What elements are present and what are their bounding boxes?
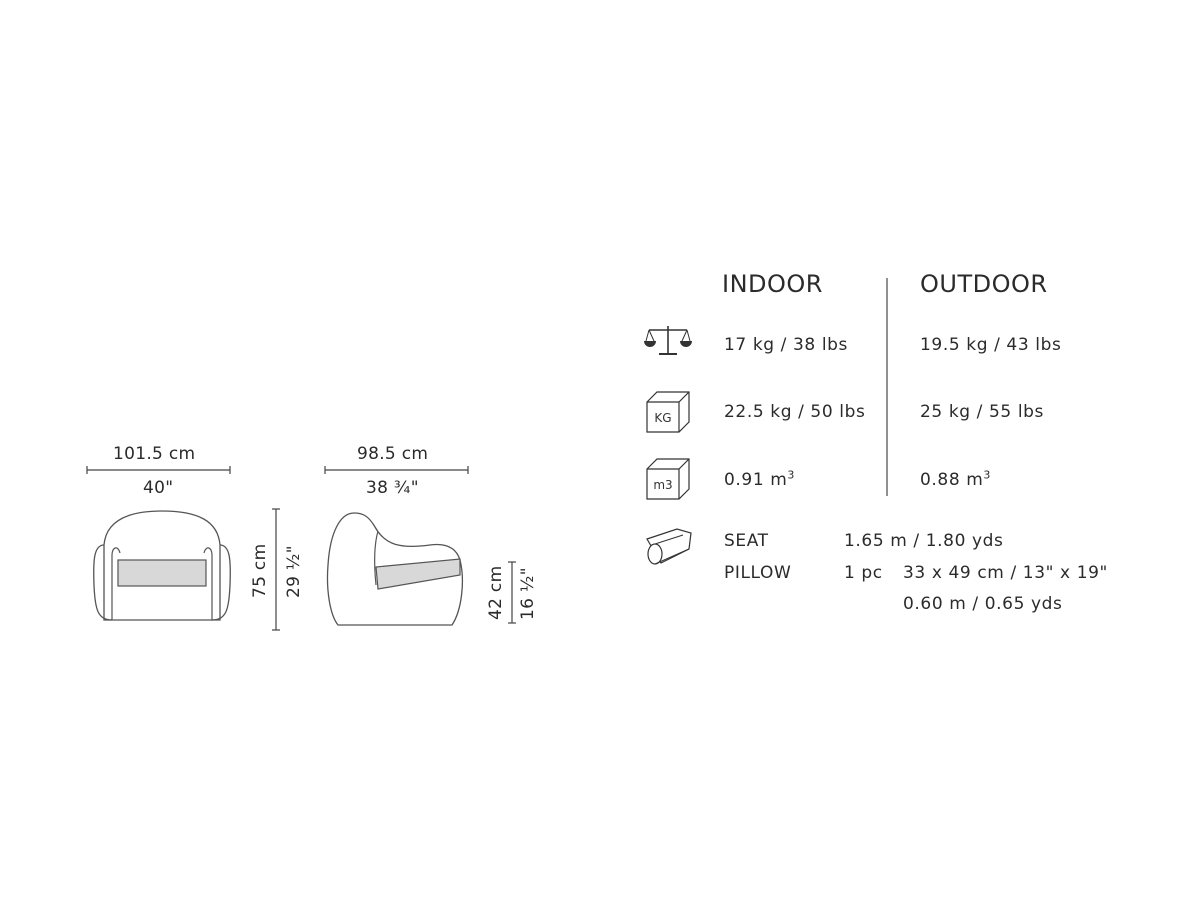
side-depth-cm: 98.5 cm <box>357 444 429 464</box>
front-width-cm: 101.5 cm <box>113 444 196 464</box>
pillow-quantity: 1 pc <box>844 563 883 583</box>
front-width-dimension-line <box>86 466 231 474</box>
pillow-label: PILLOW <box>724 563 792 583</box>
column-divider <box>886 278 888 496</box>
outdoor-header: OUTDOOR <box>920 270 1048 298</box>
front-height-cm: 75 cm <box>250 543 270 598</box>
side-depth-in: 38 ¾" <box>366 478 419 498</box>
svg-text:m3: m3 <box>653 478 672 492</box>
pillow-size: 33 x 49 cm / 13" x 19" <box>903 563 1108 583</box>
package-volume-icon: m3 <box>646 458 690 500</box>
outdoor-package-weight: 25 kg / 55 lbs <box>920 402 1045 422</box>
fabric-roll-icon <box>646 528 692 565</box>
indoor-volume: 0.91 m3 <box>724 468 796 490</box>
front-width-in: 40" <box>143 478 174 498</box>
indoor-package-weight: 22.5 kg / 50 lbs <box>724 402 866 422</box>
armchair-side-view <box>326 512 464 626</box>
outdoor-net-weight: 19.5 kg / 43 lbs <box>920 335 1062 355</box>
seat-fabric-value: 1.65 m / 1.80 yds <box>844 531 1004 551</box>
package-weight-icon: KG <box>646 391 690 433</box>
scale-icon <box>644 326 692 355</box>
seat-height-in: 16 ½" <box>518 567 538 620</box>
armchair-front-view <box>93 510 231 621</box>
side-depth-dimension-line <box>324 466 469 474</box>
seat-height-dimension-line <box>508 561 516 624</box>
seat-label: SEAT <box>724 531 769 551</box>
indoor-header: INDOOR <box>722 270 823 298</box>
indoor-net-weight: 17 kg / 38 lbs <box>724 335 849 355</box>
seat-height-cm: 42 cm <box>486 565 506 620</box>
front-height-dimension-line <box>272 508 280 631</box>
pillow-fabric-value: 0.60 m / 0.65 yds <box>903 594 1063 614</box>
svg-text:KG: KG <box>654 411 671 425</box>
outdoor-volume: 0.88 m3 <box>920 468 992 490</box>
front-height-in: 29 ½" <box>284 545 304 598</box>
